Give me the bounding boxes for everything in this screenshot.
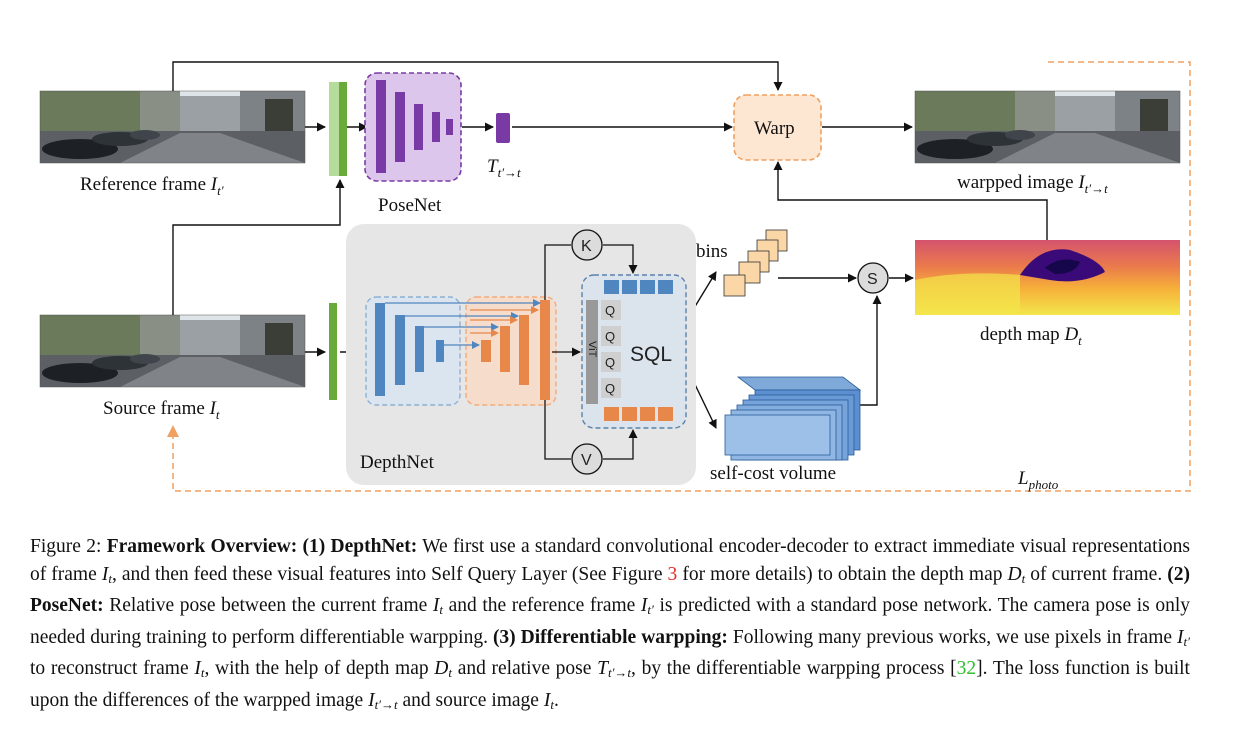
decoder-box	[465, 296, 557, 406]
caption-text: Relative pose between the current frame	[103, 595, 433, 617]
q-label-3: Q	[605, 355, 615, 370]
caption-text: is predicted with a standard pose networ…	[30, 595, 1191, 648]
citation-link[interactable]: 32	[956, 658, 977, 680]
caption-p2-head: (2) PoseNet:	[30, 563, 1190, 617]
caption-text: for more details) to obtain the depth ma…	[677, 563, 1008, 585]
decoder-layers	[481, 300, 550, 400]
caption-text: of current frame.	[1025, 563, 1168, 585]
caption-p1-head: (1) DepthNet:	[302, 536, 418, 557]
q-label-1: Q	[605, 303, 615, 318]
caption-text: , by the differentiable warpping process…	[631, 658, 957, 680]
encoder-layers	[375, 303, 444, 396]
sql-label: SQL	[630, 343, 672, 366]
k-node	[571, 229, 603, 261]
s-label: S	[867, 271, 878, 288]
figure-caption: Figure 2: Framework Overview: (1) DepthN…	[30, 536, 1191, 712]
bins-label: bins	[696, 241, 728, 262]
reference-frame-image	[39, 90, 306, 164]
caption-p3-head: (3) Differentiable warpping:	[492, 626, 728, 648]
cost-volume-stack	[724, 376, 862, 461]
v-label: V	[581, 452, 592, 469]
depth-map-image	[915, 240, 1180, 315]
depth-map-label: depth map Dt	[980, 324, 1082, 348]
caption-text: ]. The loss function is built upon the d…	[30, 658, 1190, 711]
loss-arrowhead	[167, 425, 179, 437]
vit-label: ViT	[586, 341, 598, 358]
caption-text: .	[553, 689, 559, 711]
loss-label: Lphoto	[1017, 468, 1059, 492]
caption-text: and the reference frame	[443, 595, 641, 617]
query-tokens	[601, 300, 621, 398]
depthnet-label: DepthNet	[360, 452, 435, 473]
figure-ref-link[interactable]: 3	[667, 563, 678, 585]
warp-label: Warp	[754, 118, 795, 139]
framework-diagram: Reference frame It′ Source frame It warp…	[39, 61, 1191, 492]
caption-text: to reconstruct frame	[30, 658, 195, 680]
loss-path	[172, 61, 1191, 492]
posenet-layers	[376, 80, 453, 173]
transform-block	[496, 113, 510, 143]
vit-block	[586, 300, 598, 404]
posenet-input-block	[329, 82, 340, 176]
source-frame-image	[39, 314, 306, 388]
v-node	[571, 443, 603, 475]
source-frame-label: Source frame It	[103, 398, 220, 422]
caption-heading: Framework Overview:	[106, 536, 298, 557]
caption-text: , and then feed these visual features in…	[111, 563, 668, 585]
warpped-image	[914, 90, 1181, 164]
depthnet-input-block	[329, 303, 337, 400]
q-label-2: Q	[605, 329, 615, 344]
posenet-box	[364, 72, 462, 182]
reference-frame-label: Reference frame It′	[80, 174, 224, 198]
posenet-label: PoseNet	[378, 195, 442, 216]
cost-volume-label: self-cost volume	[710, 463, 836, 484]
sql-bottom-tokens	[604, 407, 673, 421]
encoder-box	[365, 296, 461, 406]
warpped-image-label: warpped image It′→t	[957, 172, 1108, 196]
k-label: K	[581, 238, 592, 255]
q-label-4: Q	[605, 381, 615, 396]
caption-text: Following many previous works, we use pi…	[727, 626, 1178, 648]
caption-text: , with the help of depth map	[204, 658, 435, 680]
posenet-input-block-dark	[339, 82, 347, 176]
transform-label: Tt′→t	[487, 156, 521, 180]
caption-fig-num: Figure 2:	[30, 536, 102, 557]
kv-lines	[544, 244, 638, 460]
bins-stack	[723, 229, 788, 297]
warp-box	[733, 94, 822, 161]
caption-text: and relative pose	[452, 658, 598, 680]
s-node	[857, 262, 889, 294]
caption-text: and source image	[397, 689, 544, 711]
caption-text: We first use a standard convolutional en…	[30, 536, 1190, 585]
sql-top-tokens	[604, 280, 673, 294]
skip-connections	[385, 299, 541, 349]
